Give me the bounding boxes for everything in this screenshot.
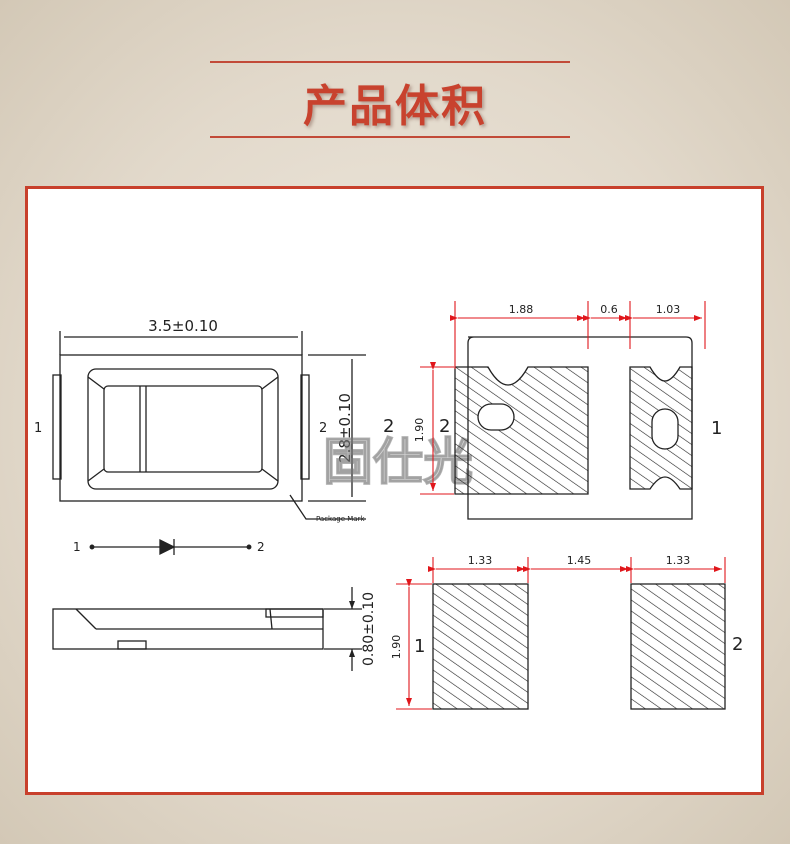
pad-dim-1: 1.88	[509, 303, 534, 316]
lens-inner	[103, 385, 263, 473]
pad-outline	[467, 336, 693, 520]
left-lead	[52, 374, 62, 480]
package-pin-left: 1	[34, 421, 42, 436]
footprint-pad-right	[630, 583, 726, 710]
footprint-dim-1: 1.33	[468, 554, 493, 567]
footprint-pad-left	[432, 583, 529, 710]
watermark-logo: 固仕光	[323, 433, 473, 491]
drawing-panel: 3.5±0.10 2.8±0.10 1 2 Package Mark 1 2 0…	[25, 186, 764, 795]
side-thickness-label: 0.80±0.10	[361, 592, 377, 666]
package-height-label: 2.8±0.10	[336, 393, 354, 463]
page-title: 产品体积	[303, 81, 487, 132]
package-outline	[59, 354, 303, 502]
dimension-drawing: 3.5±0.10 2.8±0.10 1 2 Package Mark 1 2 0…	[34, 301, 743, 710]
pad-dim-2: 0.6	[600, 303, 618, 316]
pad-left	[454, 366, 589, 495]
footprint-height-label: 1.90	[390, 635, 403, 660]
pad-height-label: 1.90	[413, 418, 426, 443]
pad-left-hole	[477, 403, 515, 431]
footprint-dim-2: 1.45	[567, 554, 592, 567]
footprint-dim-3: 1.33	[666, 554, 691, 567]
pad-right-hole	[651, 408, 679, 450]
lens-outer	[87, 368, 279, 490]
footprint-pin-right: 2	[732, 634, 743, 655]
pad-dim-3: 1.03	[656, 303, 681, 316]
diode-symbol	[89, 538, 252, 556]
right-lead	[300, 374, 310, 480]
diode-pin-left: 1	[73, 540, 81, 554]
side-view	[52, 587, 362, 671]
package-pin-right: 2	[319, 421, 327, 436]
footprint-pin-left: 1	[414, 636, 425, 657]
pad-layout-view	[420, 301, 706, 520]
pad-pin-right: 1	[711, 418, 722, 439]
package-mark-label: Package Mark	[316, 515, 365, 523]
footprint-view	[396, 557, 726, 710]
pad-pin-left: 2	[439, 416, 450, 437]
title-top-line	[210, 61, 570, 63]
package-width-label: 3.5±0.10	[148, 317, 218, 335]
pad-outer-pin-left: 2	[383, 416, 394, 437]
title-bottom-line	[210, 136, 570, 138]
package-top-view	[52, 331, 366, 520]
diode-pin-right: 2	[257, 540, 265, 554]
